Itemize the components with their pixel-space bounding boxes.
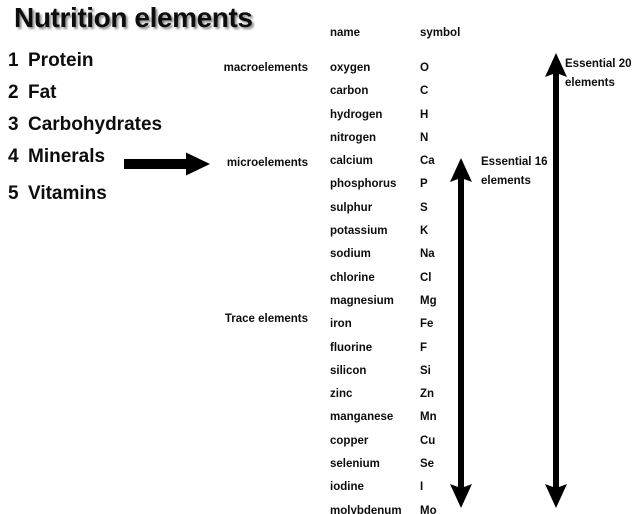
- minerals-to-microelements-arrow-icon: [124, 152, 210, 176]
- list-item-label: Vitamins: [28, 183, 107, 204]
- essential-20-range-arrow-icon: [545, 53, 567, 508]
- cell-element-symbol: Se: [420, 458, 435, 471]
- cell-element-symbol: Zn: [420, 388, 435, 401]
- category-label-macroelements: macroelements: [223, 62, 308, 74]
- cell-element-symbol: Mn: [420, 411, 437, 424]
- cell-element-symbol: S: [420, 201, 428, 214]
- list-item: 1 Protein: [8, 50, 208, 82]
- column-header-symbol: symbol: [420, 27, 461, 39]
- cell-element-name: hydrogen: [330, 108, 383, 121]
- cell-element-symbol: Mo: [420, 504, 437, 514]
- column-header-name: name: [330, 27, 361, 39]
- category-label-microelements: microelements: [226, 157, 308, 169]
- essential-16-line-1: Essential 16: [481, 156, 548, 168]
- list-item-number: 1: [8, 50, 19, 71]
- list-item: 4 Minerals: [8, 146, 208, 178]
- essential-16-elements-label: Essential 16 elements: [481, 153, 547, 191]
- cell-element-symbol: P: [420, 178, 428, 191]
- cell-element-name: manganese: [330, 411, 394, 424]
- cell-element-name: zinc: [330, 388, 353, 401]
- cell-element-name: chlorine: [330, 271, 375, 284]
- cell-element-name: sulphur: [330, 201, 373, 214]
- cell-element-symbol: Ca: [420, 155, 435, 168]
- cell-element-symbol: Cl: [420, 271, 432, 284]
- cell-element-name: fluorine: [330, 341, 373, 354]
- cell-element-symbol: Si: [420, 364, 431, 377]
- list-item-number: 4: [8, 146, 19, 167]
- category-label-trace-elements: Trace elements: [224, 313, 308, 325]
- list-item-label: Minerals: [28, 146, 106, 167]
- cell-element-name: potassium: [330, 225, 388, 238]
- cell-element-symbol: K: [420, 225, 429, 238]
- cell-element-name: iodine: [330, 481, 364, 494]
- list-item: 2 Fat: [8, 82, 208, 114]
- essential-20-line-2: elements: [565, 77, 615, 89]
- cell-element-name: carbon: [330, 85, 369, 98]
- cell-element-name: phosphorus: [330, 178, 397, 191]
- cell-element-symbol: O: [420, 62, 429, 74]
- list-item-number: 3: [8, 114, 19, 135]
- cell-element-name: copper: [330, 434, 369, 447]
- essential-20-line-1: Essential 20: [565, 58, 632, 70]
- cell-element-symbol: Na: [420, 248, 435, 261]
- cell-element-symbol: Fe: [420, 318, 434, 331]
- cell-element-name: selenium: [330, 458, 380, 471]
- list-item-number: 2: [8, 82, 19, 103]
- list-item: 3 Carbohydrates: [8, 114, 208, 146]
- cell-element-name: sodium: [330, 248, 371, 261]
- cell-element-name: iron: [330, 318, 352, 331]
- list-item-label: Carbohydrates: [28, 114, 163, 135]
- list-item-label: Fat: [28, 82, 57, 103]
- cell-element-symbol: Mg: [420, 294, 437, 307]
- cell-element-name: magnesium: [330, 294, 394, 307]
- cell-element-name: calcium: [330, 155, 373, 168]
- cell-element-name: nitrogen: [330, 131, 376, 144]
- page-title: Nutrition elements: [14, 2, 253, 33]
- cell-element-name: silicon: [330, 364, 367, 377]
- cell-element-name: molybdenum: [330, 504, 402, 514]
- cell-element-name: oxygen: [330, 62, 371, 74]
- cell-element-symbol: F: [420, 341, 428, 354]
- essential-20-elements-label: Essential 20 elements: [565, 55, 631, 93]
- cell-element-symbol: I: [420, 481, 424, 494]
- list-item-label: Protein: [28, 50, 94, 71]
- nutrition-list: 1 Protein 2 Fat 3 Carbohydrates 4 Minera…: [8, 50, 208, 215]
- cell-element-symbol: Cu: [420, 434, 436, 447]
- cell-element-symbol: C: [420, 85, 429, 98]
- cell-element-symbol: N: [420, 131, 429, 144]
- cell-element-symbol: H: [420, 108, 429, 121]
- list-item: 5 Vitamins: [8, 183, 208, 215]
- essential-16-range-arrow-icon: [450, 158, 472, 508]
- essential-16-line-2: elements: [481, 175, 531, 187]
- list-item-number: 5: [8, 183, 19, 204]
